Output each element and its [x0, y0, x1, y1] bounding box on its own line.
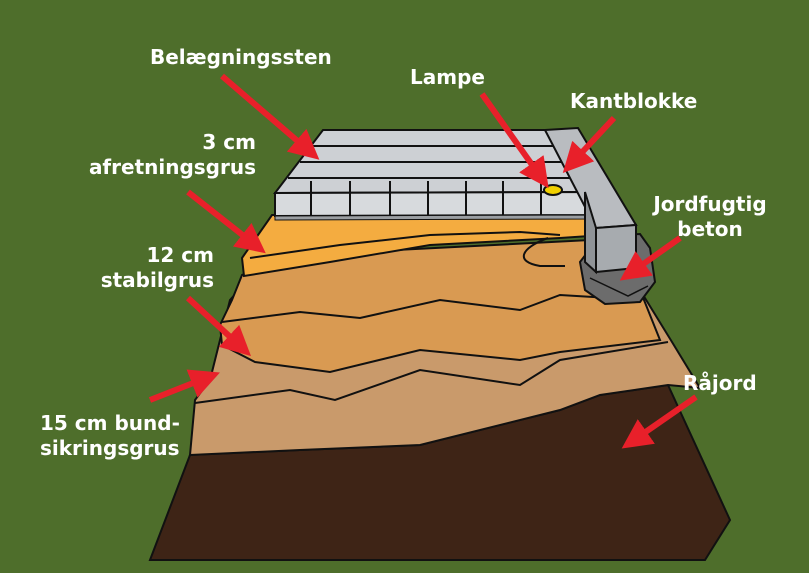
label-pavers: Belægningssten — [150, 45, 332, 69]
label-leveling-line1: 3 cm — [202, 130, 256, 154]
arrow-pavers — [220, 73, 320, 160]
arrow-subbase — [148, 369, 220, 403]
label-concrete-line2: beton — [677, 217, 743, 241]
label-raw-soil: Råjord — [683, 371, 757, 395]
label-stabil-line2: stabilgrus — [100, 268, 214, 292]
label-stabil-line1: 12 cm — [146, 243, 215, 267]
arrow-leveling — [186, 189, 266, 254]
label-subbase-gravel: 15 cm bund- sikringsgrus — [40, 411, 180, 461]
label-subbase-line1: 15 cm bund- — [40, 411, 180, 435]
label-concrete-line1: Jordfugtig — [653, 192, 767, 216]
arrow-lamp — [479, 92, 549, 189]
arrow-stabil — [185, 295, 252, 357]
label-subbase-line2: sikringsgrus — [40, 436, 180, 460]
label-stabilized-gravel: 12 cm stabilgrus — [60, 243, 214, 293]
arrow-concrete — [619, 235, 682, 281]
arrow-rawsoil — [621, 394, 698, 449]
label-leveling-gravel: 3 cm afretningsgrus — [60, 130, 256, 180]
arrow-curb — [562, 115, 617, 173]
label-lamp: Lampe — [410, 65, 485, 89]
label-concrete: Jordfugtig beton — [640, 192, 780, 242]
label-curb: Kantblokke — [570, 89, 698, 113]
label-leveling-line2: afretningsgrus — [88, 155, 256, 179]
lamp-icon — [543, 184, 563, 196]
paver-front — [274, 190, 586, 218]
